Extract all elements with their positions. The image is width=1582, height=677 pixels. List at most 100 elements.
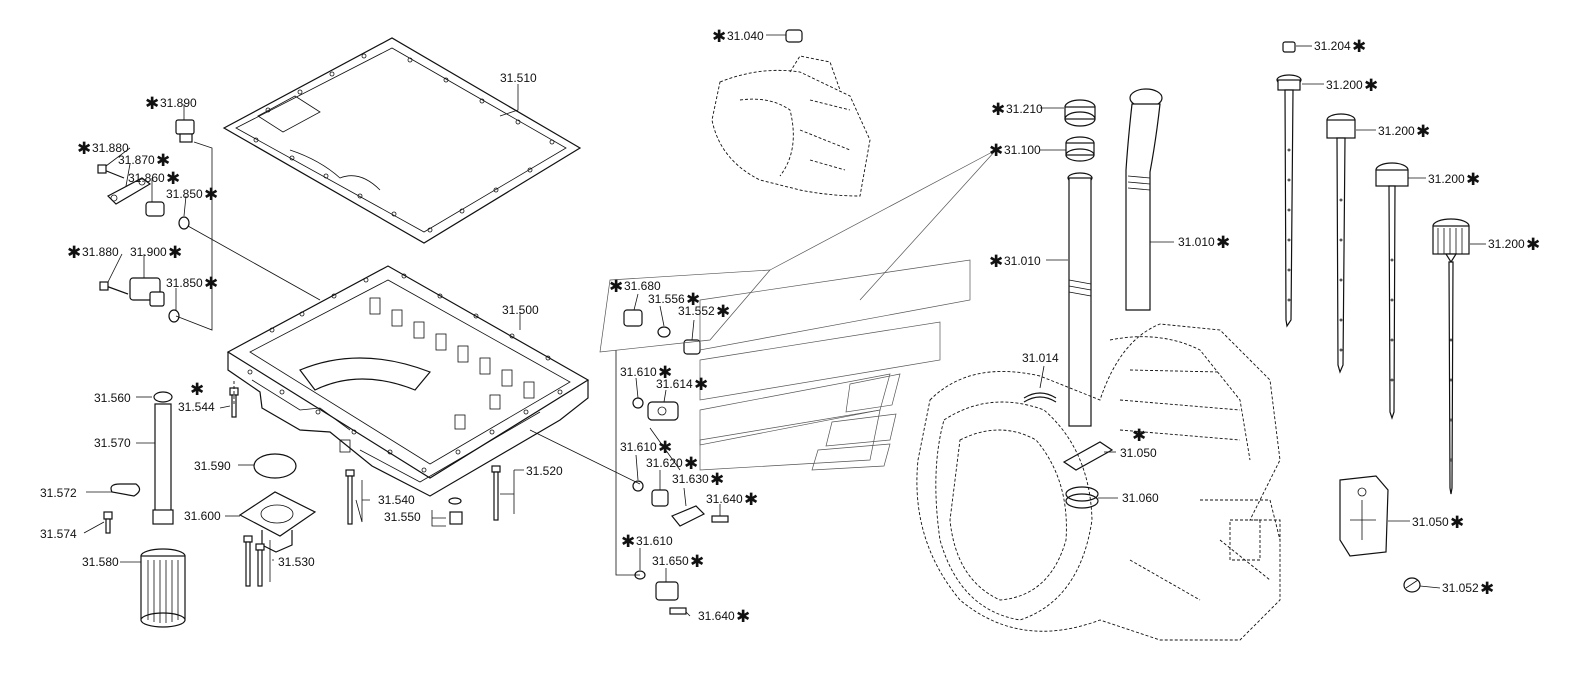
callout-label: 31.620 xyxy=(646,456,683,470)
callout-31-510: 31.510 xyxy=(500,71,537,85)
callout-label: 31.900 xyxy=(130,245,167,259)
callout-label: 31.630 xyxy=(672,472,709,486)
star-marker: ✱ xyxy=(1132,426,1146,446)
callout-label: 31.520 xyxy=(526,464,563,478)
callout-31-550: 31.550 xyxy=(384,510,421,524)
sensor-31900 xyxy=(129,277,165,307)
callout-31-540: 31.540 xyxy=(378,493,415,507)
oring-31850-upper xyxy=(178,216,190,230)
star-marker: ✱ xyxy=(1466,170,1480,190)
callout-label: 31.580 xyxy=(82,555,119,569)
bolts-31540 xyxy=(345,469,355,525)
oring-31610-b xyxy=(632,480,644,492)
callout-31-580: 31.580 xyxy=(82,555,119,569)
callout-31-210: 31.210✱ xyxy=(991,100,1043,120)
star-marker: ✱ xyxy=(690,552,704,572)
callout-label: 31.860 xyxy=(128,171,165,185)
callout-label: 31.530 xyxy=(278,555,315,569)
callout-31-600: 31.600 xyxy=(184,509,221,523)
callout-label: 31.614 xyxy=(656,377,693,391)
callout-label: 31.050 xyxy=(1120,446,1157,460)
callout-label: 31.640 xyxy=(698,609,735,623)
callout-label: 31.014 xyxy=(1022,351,1059,365)
callout-label: 31.640 xyxy=(706,492,743,506)
callout-31-620: 31.620✱ xyxy=(646,454,698,474)
plug-31890 xyxy=(175,119,195,143)
star-marker: ✱ xyxy=(204,274,218,294)
star-marker: ✱ xyxy=(736,607,750,627)
callout-label: 31.010 xyxy=(1178,235,1215,249)
leader-lines xyxy=(83,34,1486,617)
screw-31574 xyxy=(103,511,113,534)
callout-31-556: 31.556✱ xyxy=(648,290,700,310)
star-marker: ✱ xyxy=(712,27,726,47)
callout-31-570: 31.570 xyxy=(94,436,131,450)
callout-label: 31.552 xyxy=(678,304,715,318)
callout-label: 31.544 xyxy=(178,400,215,414)
star-marker: ✱ xyxy=(989,252,1003,272)
callout-label: 31.210 xyxy=(1006,102,1043,116)
plate-31630 xyxy=(671,505,706,527)
callout-31-610: 31.610✱ xyxy=(620,438,672,458)
callout-31-040: 31.040✱ xyxy=(712,27,764,47)
star-marker: ✱ xyxy=(166,169,180,189)
star-marker: ✱ xyxy=(716,302,730,322)
cap-31204 xyxy=(1282,41,1296,53)
callout-label: 31.510 xyxy=(500,71,537,85)
callout-label: 31.052 xyxy=(1442,581,1479,595)
plate-31870 xyxy=(107,177,152,205)
callout-label: 31.570 xyxy=(94,436,131,450)
oring-31590 xyxy=(253,453,297,479)
callout-label: 31.610 xyxy=(620,440,657,454)
callout-31-010: 31.010✱ xyxy=(989,252,1041,272)
callout-31-200: 31.200✱ xyxy=(1326,76,1378,96)
star-marker: ✱ xyxy=(686,290,700,310)
transmission-sketch-top xyxy=(711,29,871,197)
callout-31-552: 31.552✱ xyxy=(678,302,730,322)
callout-31-850: 31.850✱ xyxy=(166,274,218,294)
oring-31850-lower xyxy=(168,309,180,323)
callout-label: 31.590 xyxy=(194,459,231,473)
callout-label: 31.572 xyxy=(40,486,77,500)
star-marker: ✱ xyxy=(168,243,182,263)
star-marker: ✱ xyxy=(658,363,672,383)
callout-label: 31.540 xyxy=(378,493,415,507)
callout-31-200: 31.200✱ xyxy=(1378,122,1430,142)
callout-label: 31.610 xyxy=(636,534,673,548)
cover-31600 xyxy=(238,491,317,553)
callout-31-544: 31.544✱ xyxy=(178,380,215,414)
callout-31-530: 31.530 xyxy=(278,555,315,569)
callout-31-010: 31.010✱ xyxy=(1178,233,1230,253)
tube-31010-curved xyxy=(1125,88,1163,311)
star-marker: ✱ xyxy=(1364,76,1378,96)
cap-31052 xyxy=(1403,577,1421,593)
callout-31-890: 31.890✱ xyxy=(145,94,197,114)
callout-31-880: 31.880✱ xyxy=(77,139,129,159)
perspective-panels xyxy=(599,149,997,471)
callout-label: 31.680 xyxy=(624,279,661,293)
callout-label: 31.200 xyxy=(1378,124,1415,138)
star-marker: ✱ xyxy=(1526,235,1540,255)
callout-label: 31.870 xyxy=(118,153,155,167)
callout-31-680: 31.680✱ xyxy=(609,277,661,297)
callout-31-200: 31.200✱ xyxy=(1428,170,1480,190)
sensor-31614 xyxy=(647,401,679,421)
star-marker: ✱ xyxy=(609,277,623,297)
filter-31580 xyxy=(140,548,186,628)
oring-31556 xyxy=(657,326,671,338)
callout-label: 31.204 xyxy=(1314,39,1351,53)
star-marker: ✱ xyxy=(1216,233,1230,253)
plug-31550 xyxy=(448,497,463,525)
star-marker: ✱ xyxy=(710,470,724,490)
bolt-31880-upper xyxy=(97,164,125,179)
bolt-31640-a xyxy=(711,515,729,523)
star-marker: ✱ xyxy=(77,139,91,159)
callout-label: 31.600 xyxy=(184,509,221,523)
clip-31014 xyxy=(1023,392,1057,403)
callout-31-860: 31.860✱ xyxy=(128,169,180,189)
callout-label: 31.850 xyxy=(166,187,203,201)
callout-labels: 31.040✱31.51031.890✱31.880✱31.870✱31.860… xyxy=(40,27,1540,627)
sensor-31620 xyxy=(651,489,669,507)
callout-31-630: 31.630✱ xyxy=(672,470,724,490)
bolts-31520 xyxy=(491,465,501,521)
